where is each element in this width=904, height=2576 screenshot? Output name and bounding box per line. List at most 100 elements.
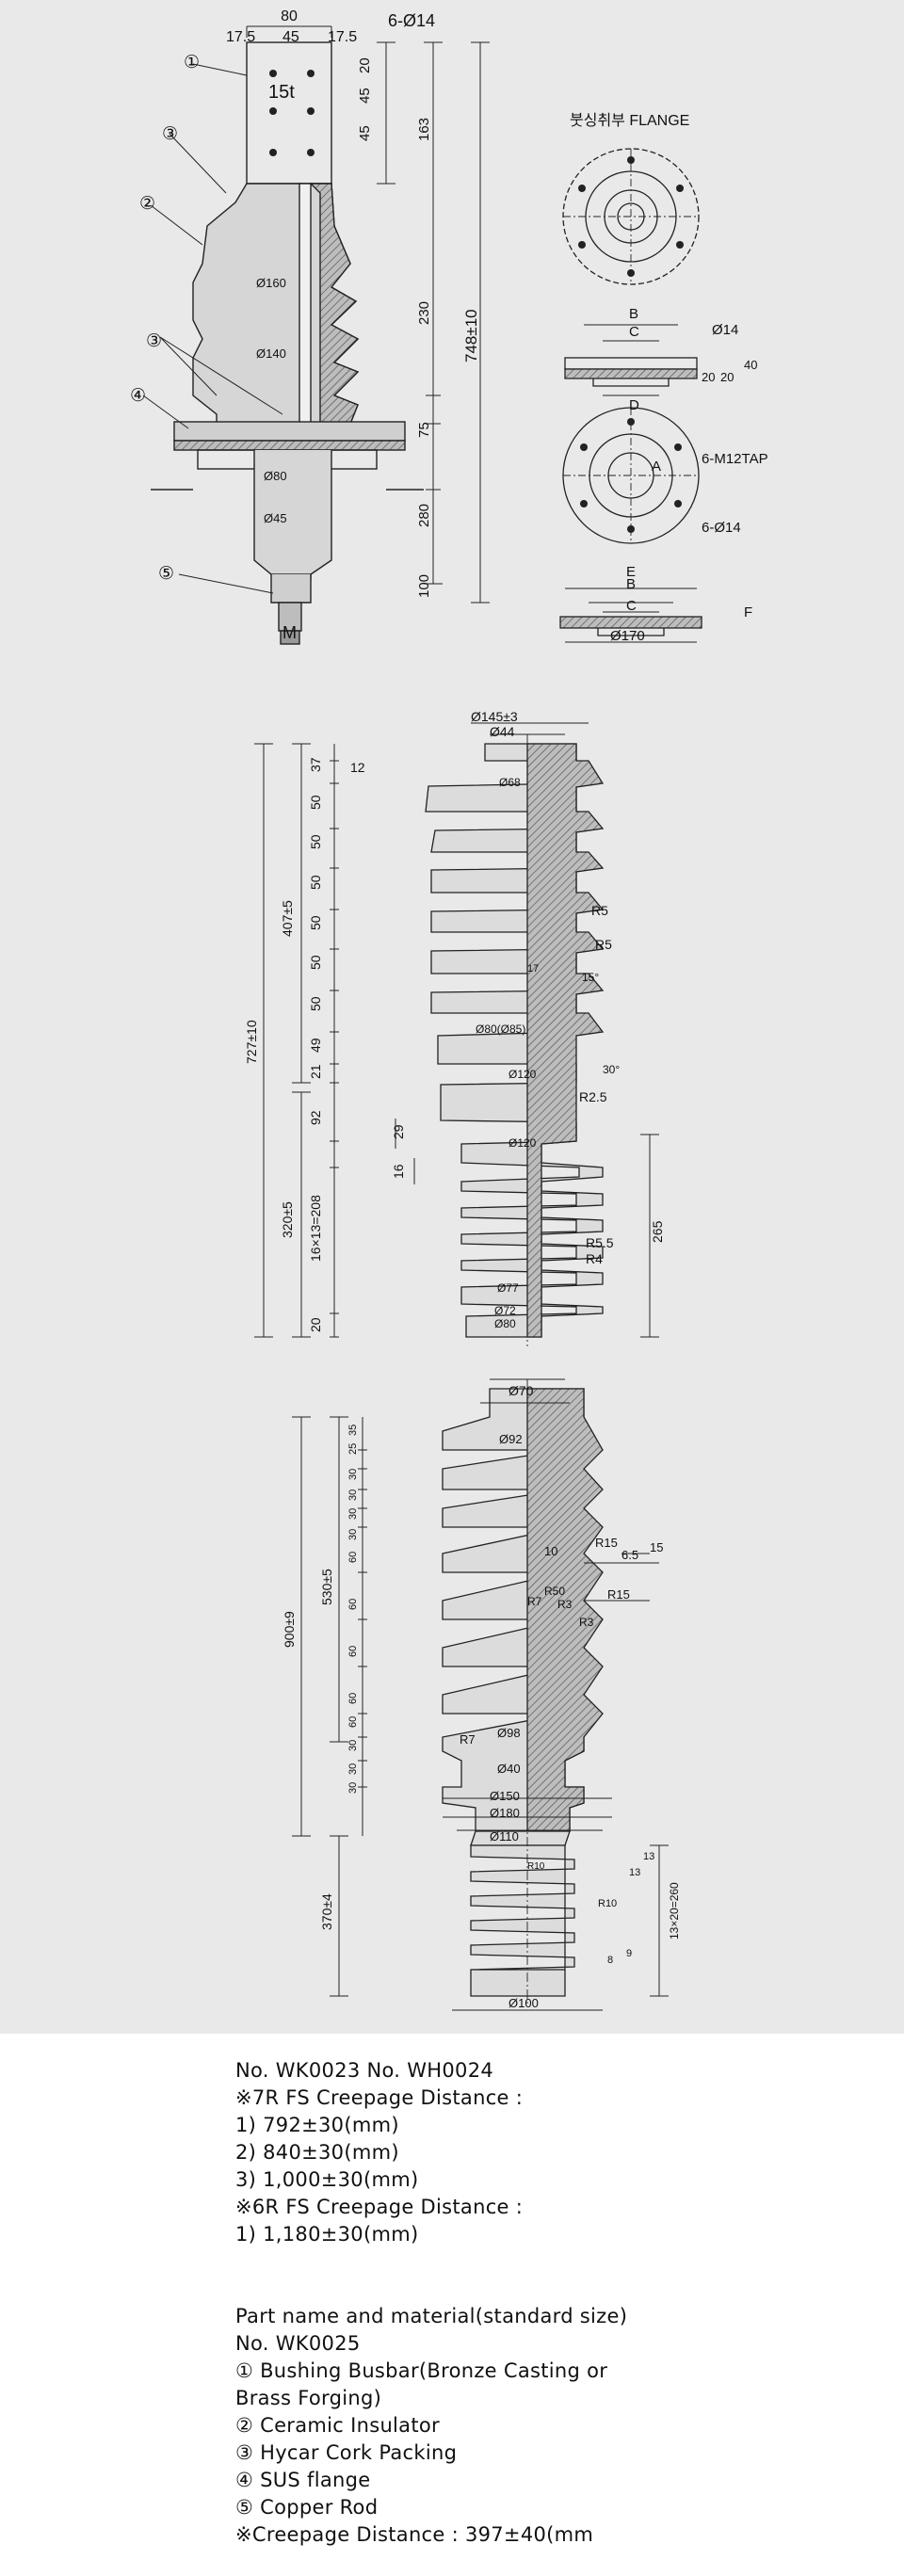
svg-text:40: 40 [744,358,757,372]
svg-text:C: C [626,598,637,614]
svg-text:60: 60 [347,1646,359,1657]
part-1-continued: Brass Forging) [235,2387,382,2409]
svg-text:265: 265 [650,1220,665,1243]
svg-text:30: 30 [347,1529,359,1540]
insulator-6r-drawing [292,1378,669,2011]
svg-text:45: 45 [357,125,373,141]
svg-text:30: 30 [347,1782,359,1794]
svg-text:25: 25 [347,1443,359,1455]
svg-text:13: 13 [629,1867,640,1878]
svg-text:45: 45 [282,29,299,45]
fs7-creepage-3: 3) 1,000±30(mm) [235,2168,419,2191]
svg-text:320±5: 320±5 [280,1201,295,1238]
insulator-7r-drawing [254,722,659,1346]
svg-text:60: 60 [347,1716,359,1728]
svg-text:Ø170: Ø170 [610,628,645,644]
svg-text:370±4: 370±4 [319,1893,334,1930]
part-2: ② Ceramic Insulator [235,2414,440,2437]
svg-text:30: 30 [347,1508,359,1520]
svg-text:35: 35 [347,1425,359,1436]
svg-text:60: 60 [347,1599,359,1610]
svg-text:50: 50 [308,795,323,810]
svg-text:13×20=260: 13×20=260 [668,1882,681,1940]
svg-text:Ø40: Ø40 [497,1762,521,1776]
svg-text:530±5: 530±5 [319,1569,334,1605]
svg-text:37: 37 [308,757,323,772]
svg-text:6.5: 6.5 [622,1548,638,1562]
svg-text:Ø100: Ø100 [508,1996,539,2010]
svg-text:Ø77: Ø77 [497,1281,519,1295]
svg-text:R5: R5 [595,937,612,952]
svg-text:30: 30 [347,1763,359,1775]
svg-text:R2.5: R2.5 [579,1089,607,1104]
fs6-creepage-title: ※6R FS Creepage Distance : [235,2196,524,2218]
svg-text:17.5: 17.5 [328,29,357,45]
svg-text:17.5: 17.5 [226,29,255,45]
svg-text:Ø120: Ø120 [508,1068,537,1081]
svg-text:Ø180: Ø180 [490,1806,520,1820]
svg-text:80: 80 [281,8,298,24]
fs7-creepage-1: 1) 792±30(mm) [235,2114,399,2136]
part-4: ④ SUS flange [235,2469,371,2491]
flange-detail-drawings [559,148,702,643]
specification-notes: No. WK0023 No. WH0024 ※7R FS Creepage Di… [235,2057,876,2549]
svg-text:727±10: 727±10 [244,1020,259,1064]
svg-text:20: 20 [357,57,373,73]
bushing-assembly-labels: 80 17.5 45 17.5 6-Ø14 20 45 45 163 230 7… [130,8,480,642]
svg-text:16×13=208: 16×13=208 [308,1195,323,1262]
svg-text:6-Ø14: 6-Ø14 [388,11,435,30]
svg-text:Ø70: Ø70 [508,1383,534,1398]
svg-text:407±5: 407±5 [280,900,295,937]
svg-text:E: E [626,564,636,580]
svg-text:R10: R10 [527,1861,545,1872]
svg-text:15: 15 [650,1540,663,1554]
svg-text:R50: R50 [544,1585,565,1598]
svg-text:Ø68: Ø68 [499,776,521,789]
part-5: ⑤ Copper Rod [235,2496,379,2519]
svg-text:Ø98: Ø98 [497,1726,521,1740]
svg-text:16: 16 [391,1164,406,1179]
svg-text:17: 17 [527,963,539,974]
svg-text:60: 60 [347,1693,359,1704]
svg-text:R7: R7 [527,1595,542,1608]
svg-text:30: 30 [347,1469,359,1480]
technical-drawings: 80 17.5 45 17.5 6-Ø14 20 45 45 163 230 7… [130,8,768,2011]
svg-text:21: 21 [308,1064,323,1079]
svg-text:163: 163 [416,118,432,141]
part-3: ③ Hycar Cork Packing [235,2441,458,2464]
svg-text:8: 8 [607,1955,613,1966]
svg-text:92: 92 [308,1110,323,1125]
insulator-7r-labels: Ø145±3 Ø44 37 12 50 50 50 50 50 50 49 21… [244,709,665,1332]
svg-text:Ø150: Ø150 [490,1789,520,1803]
svg-text:29: 29 [391,1124,406,1139]
svg-text:748±10: 748±10 [462,309,480,362]
svg-text:12: 12 [350,760,365,775]
callout-2: ② [139,194,155,214]
svg-text:Ø92: Ø92 [499,1432,523,1446]
svg-text:30: 30 [347,1740,359,1751]
svg-text:Ø80: Ø80 [494,1317,516,1330]
svg-text:붓싱취부 FLANGE: 붓싱취부 FLANGE [570,112,689,129]
callout-3-top: ③ [162,124,178,144]
svg-text:R5.5: R5.5 [586,1235,614,1250]
callout-1: ① [184,53,200,72]
svg-text:20: 20 [308,1317,323,1332]
part-1: ① Bushing Busbar(Bronze Casting or [235,2359,608,2382]
svg-text:B: B [626,576,636,592]
svg-text:Ø140: Ø140 [256,346,286,361]
svg-text:F: F [744,604,752,620]
callout-5: ⑤ [158,564,174,584]
fs7-creepage-2: 2) 840±30(mm) [235,2141,399,2164]
svg-text:60: 60 [347,1552,359,1563]
svg-text:Ø120: Ø120 [508,1136,537,1150]
svg-text:R4: R4 [586,1251,603,1266]
svg-text:R3: R3 [557,1598,573,1611]
svg-text:C: C [629,324,639,340]
svg-text:D: D [629,397,639,413]
svg-text:6-Ø14: 6-Ø14 [702,520,741,536]
svg-text:Ø45: Ø45 [264,511,287,525]
model-number-wk0025: No. WK0025 [235,2332,361,2355]
callout-3-lower: ③ [146,331,162,351]
svg-text:R10: R10 [598,1898,617,1909]
creepage-distance: ※Creepage Distance : 397±40(mm [235,2523,594,2546]
